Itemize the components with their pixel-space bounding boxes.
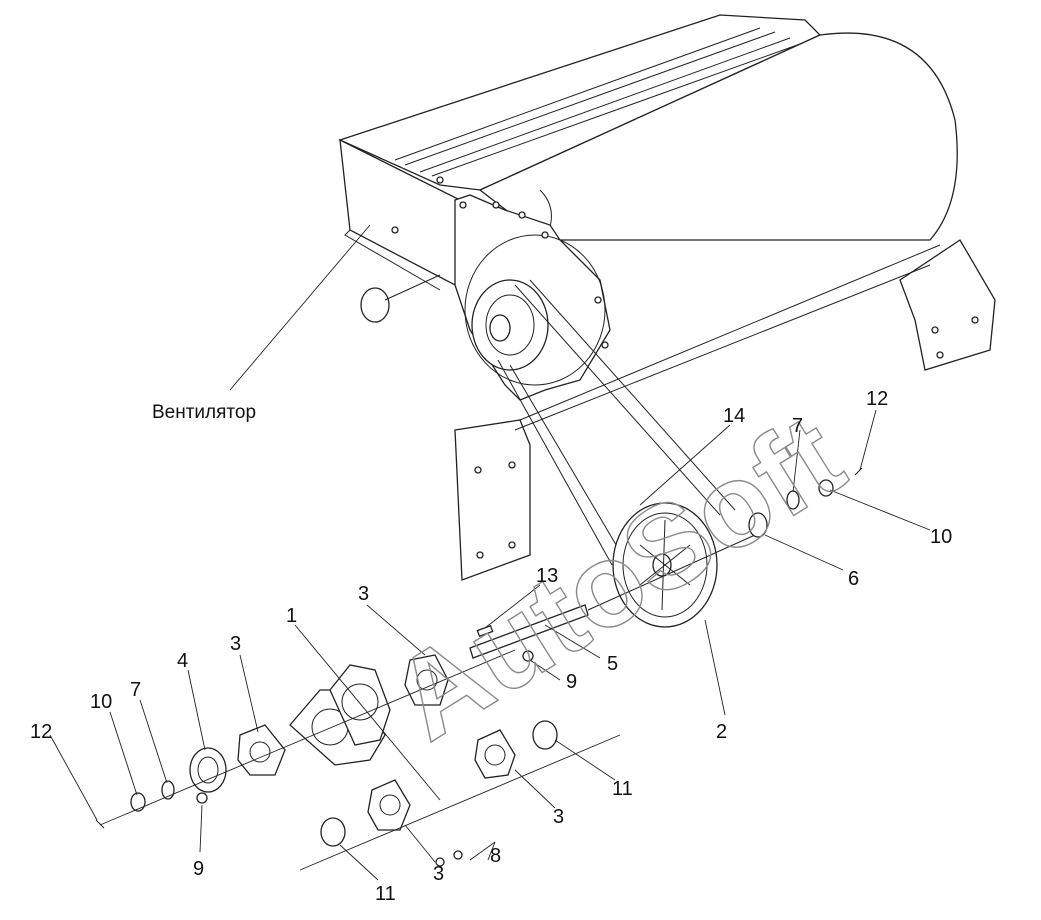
callout-label: 10: [90, 691, 112, 713]
bearing-flange: [367, 779, 411, 831]
oil-seal: [320, 817, 346, 847]
callout-label: 3: [358, 583, 369, 605]
callout-label: 3: [230, 633, 241, 655]
callout-label: 4: [177, 650, 188, 672]
pin: [453, 850, 463, 860]
callout-label: 2: [716, 721, 727, 743]
callout-label: 11: [612, 778, 633, 800]
key: [476, 624, 494, 638]
callout-label: 10: [930, 526, 952, 548]
nut: [818, 479, 834, 497]
callout-label: 12: [866, 388, 888, 410]
callout-label: 11: [375, 883, 396, 905]
callout-label: 6: [848, 568, 859, 590]
bolt: [196, 792, 208, 804]
callout-label: 9: [566, 671, 577, 693]
callout-label: 3: [433, 863, 444, 885]
callout-label: 12: [30, 721, 52, 743]
drive-belt: [497, 279, 736, 566]
cotter-pin: [95, 467, 863, 829]
watermark: AutoSoft: [372, 390, 864, 766]
bearing-flange: [404, 654, 449, 706]
callout-label: 7: [130, 679, 141, 701]
nut: [130, 792, 146, 812]
large-pulley: [612, 502, 718, 628]
bolt: [522, 650, 534, 662]
washer: [161, 780, 175, 800]
callout-label: 9: [193, 858, 204, 880]
assembly-label: Вентилятор: [152, 402, 256, 423]
drive-shaft: [469, 534, 756, 659]
callout-label: 3: [553, 806, 564, 828]
bearing-flange: [474, 729, 516, 779]
retaining-ring: [748, 512, 768, 538]
callout-label: 8: [490, 845, 501, 867]
callout-label: 5: [607, 653, 618, 675]
pin: [435, 857, 445, 867]
callout-label: 7: [792, 415, 803, 437]
callout-label: 13: [536, 565, 558, 587]
callout-label: 14: [723, 405, 745, 427]
sprocket: [189, 747, 227, 793]
bearing-flange: [237, 724, 286, 776]
oil-seal: [532, 720, 558, 750]
callout-label: 1: [286, 605, 297, 627]
